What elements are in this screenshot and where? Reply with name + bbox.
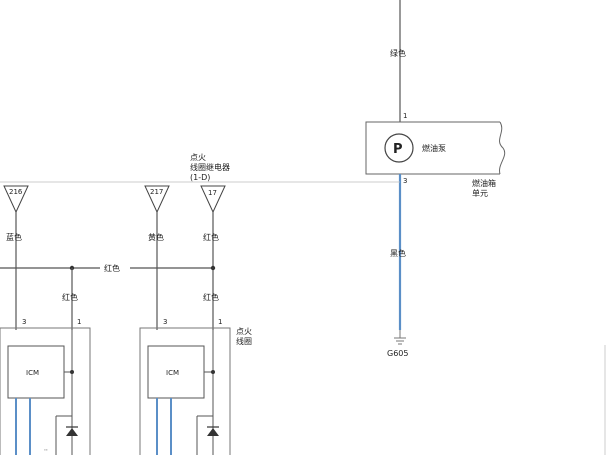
fuel-tank-unit-box (365, 121, 500, 175)
icm-left-pin3: 3 (22, 318, 26, 326)
fuse-216-triangle (3, 185, 29, 214)
relay-label-1: 点火 (190, 153, 206, 162)
icm-left-pin1: 1 (77, 318, 81, 326)
label-black: 黑色 (390, 248, 406, 258)
junction-icm-left (70, 370, 74, 374)
ground-label: G605 (387, 349, 408, 358)
ground-symbol (394, 330, 406, 345)
ignition-coil-left-box (0, 327, 91, 459)
label-red-branch-left: 红色 (62, 292, 78, 302)
tank-unit-label-1: 燃油箱 (472, 178, 496, 188)
tank-unit-label-2: 单元 (472, 188, 488, 198)
icm-right-label: ICM (166, 369, 179, 377)
pin-pump-bottom: 3 (403, 177, 407, 185)
fuel-tank-unit-break (499, 121, 506, 175)
fuse-217-triangle (144, 185, 170, 214)
relay-label-3: (1-D) (190, 173, 210, 182)
fuel-pump-symbol (384, 133, 414, 163)
coil-label-2: 线圈 (236, 336, 252, 346)
fuse-217-label: 217 (150, 188, 163, 196)
fuse-216-label: 216 (9, 188, 23, 196)
label-blue: 蓝色 (6, 232, 22, 242)
label-red-relay: 红色 (203, 232, 219, 242)
ignition-coil-right-box (139, 327, 231, 459)
icm-right-box (147, 345, 205, 399)
junction-bus-213 (210, 265, 216, 271)
pin-pump-top: 1 (403, 112, 407, 120)
coil-label-1: 点火 (236, 327, 252, 336)
pump-symbol-letter: P (393, 142, 403, 157)
icm-right-pin3: 3 (163, 318, 167, 326)
diode-right-icon (207, 428, 219, 436)
relay-17-triangle (200, 185, 226, 214)
fuel-pump-label: 燃油泵 (422, 143, 446, 153)
diode-left-icon (66, 428, 78, 436)
relay-label-2: 线圈继电器 (190, 162, 230, 172)
junction-icm-right (211, 370, 215, 374)
label-red-bus: 红色 (104, 263, 120, 273)
label-yellow: 黄色 (148, 232, 164, 242)
label-green: 绿色 (390, 48, 406, 58)
relay-17-label: 17 (208, 189, 217, 197)
label-red-branch-right: 红色 (203, 292, 219, 302)
icm-left-label: ICM (26, 369, 39, 377)
icm-left-coil-marks: ꞏꞏ (44, 447, 48, 454)
icm-right-pin1: 1 (218, 318, 222, 326)
